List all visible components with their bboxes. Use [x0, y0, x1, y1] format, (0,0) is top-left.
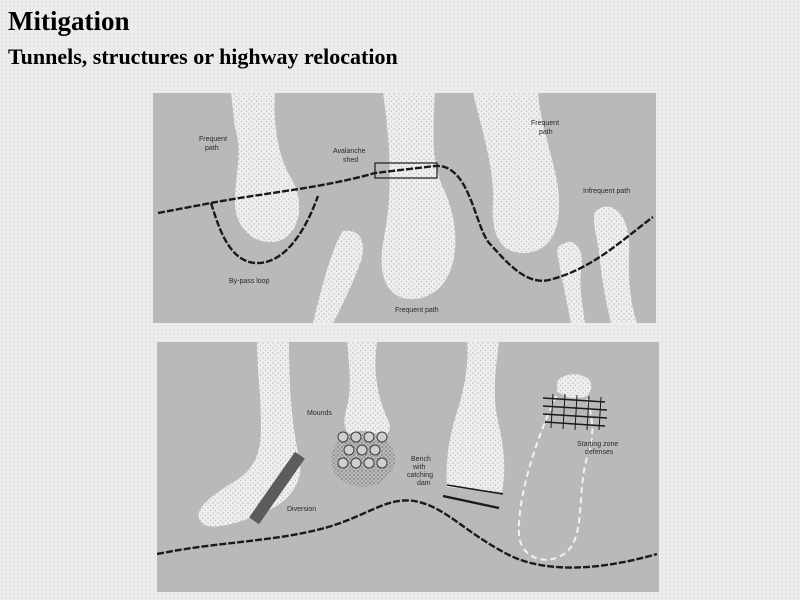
fence-tick [598, 396, 602, 431]
fence-tick [574, 394, 578, 431]
starting-zone-outline [517, 377, 594, 561]
label-avalanche-shed: Avalanche shed [333, 148, 368, 164]
catching-dam [442, 494, 500, 510]
mound [337, 457, 349, 469]
label-bench-with-catching-dam: Bench with catching dam [407, 456, 435, 487]
mound [350, 431, 362, 443]
starting-zone [557, 374, 592, 398]
fence-tick [586, 395, 590, 431]
avalanche-path-center [381, 93, 456, 299]
avalanche-path-left [231, 93, 300, 243]
avalanche-path-small [557, 242, 585, 323]
mound [363, 457, 375, 469]
label-frequent-path-right: Frequent path [531, 120, 561, 136]
label-starting-zone-defenses: Starting zone defenses [577, 441, 620, 456]
snow-fence-ticks [550, 393, 602, 431]
avalanche-path-right [473, 93, 560, 253]
fence-tick [550, 393, 554, 429]
mound [376, 457, 388, 469]
mound [376, 431, 388, 443]
label-diversion: Diversion [287, 506, 316, 513]
mound [363, 431, 375, 443]
avalanche-path-infrequent [593, 206, 637, 323]
label-frequent-path-left: Frequent path [199, 136, 229, 152]
mound [356, 444, 368, 456]
avalanche-path-lower-left [313, 230, 363, 323]
label-infrequent-path: Infrequent path [583, 188, 630, 195]
fence-tick [562, 393, 566, 430]
avalanche-shed [374, 162, 438, 179]
avalanche-path-mounds [344, 342, 390, 442]
avalanche-path-bench [446, 342, 505, 492]
avalanche-defenses-diagram: Mounds Bench with catching dam Starting … [157, 342, 659, 592]
page-title: Mitigation [8, 6, 130, 36]
mound [350, 457, 362, 469]
snow-fence [542, 397, 606, 403]
highway-relocation-diagram: Frequent path Avalanche shed Frequent pa… [153, 93, 656, 323]
bench-line [446, 484, 504, 495]
snow-fence [542, 405, 608, 411]
page-subtitle: Tunnels, structures or highway relocatio… [8, 44, 398, 69]
mounds-group [337, 431, 388, 469]
mound [337, 431, 349, 443]
label-bypass-loop: By-pass loop [229, 278, 270, 285]
snow-fence [542, 413, 608, 419]
diversion-wall [249, 451, 305, 525]
mound [369, 444, 381, 456]
mound [343, 444, 355, 456]
label-frequent-path-bottom: Frequent path [395, 307, 439, 314]
highway-main [157, 164, 654, 282]
avalanche-path-diversion [198, 342, 301, 527]
bypass-loop-road [209, 195, 320, 265]
label-mounds: Mounds [307, 410, 332, 417]
